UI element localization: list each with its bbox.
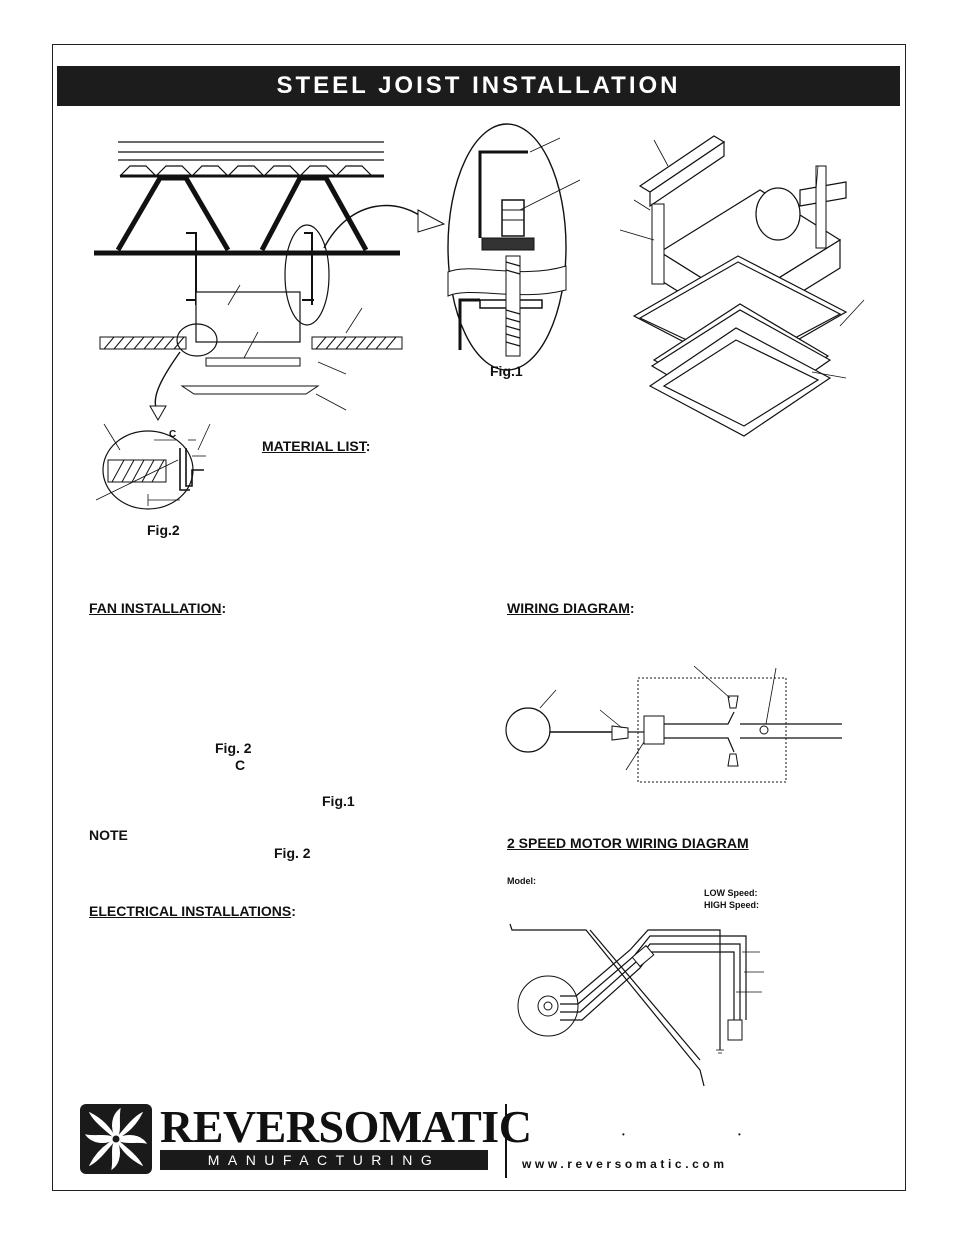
electrical-installations-heading: ELECTRICAL INSTALLATIONS: [89,903,296,919]
note-label: NOTE [89,827,128,843]
page-title: STEEL JOIST INSTALLATION [57,66,900,106]
model-label: Model: [507,876,536,886]
website-link[interactable]: www.reversomatic.com [522,1157,728,1171]
fan-install-fig2-ref: Fig. 2 [215,740,252,756]
footer-bullet-1: • [622,1130,625,1139]
low-speed-label: LOW Speed: [704,888,758,898]
fig2-label: Fig.2 [147,522,180,538]
note-fig2-ref: Fig. 2 [274,845,311,861]
page-frame [52,44,906,1191]
brand-subtitle: MANUFACTURING LIMITED [160,1150,488,1188]
fig2-c-label: C [169,429,177,440]
footer-divider [505,1104,507,1178]
footer-bullet-2: • [738,1130,741,1139]
fig1-label: Fig.1 [490,363,523,379]
wiring-diagram-heading: WIRING DIAGRAM: [507,600,635,616]
two-speed-wiring-heading: 2 SPEED MOTOR WIRING DIAGRAM [507,835,749,851]
high-speed-label: HIGH Speed: [704,900,760,910]
fan-install-c-ref: C [235,757,246,773]
brand-logo-text: REVERSOMATIC [160,1101,532,1152]
material-list-heading: MATERIAL LIST: [262,438,371,454]
fan-install-fig1-ref: Fig.1 [322,793,355,809]
fan-installation-heading: FAN INSTALLATION: [89,600,227,616]
